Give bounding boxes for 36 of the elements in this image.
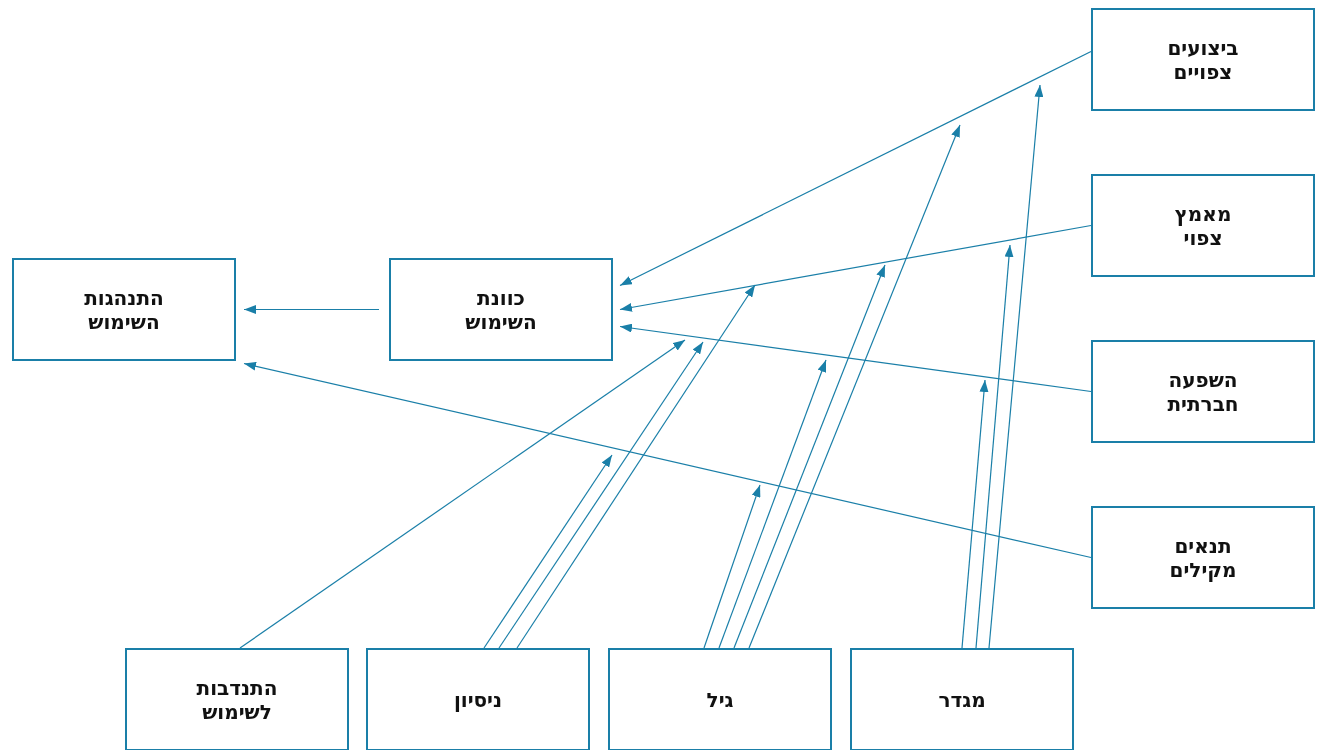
arrow [748, 124, 961, 649]
arrow [619, 323, 1092, 393]
arrow [703, 484, 761, 649]
box-label: ביצועים צפויים [1167, 35, 1239, 84]
box-label: התנדבות לשימוש [196, 675, 278, 724]
box-label: תנאים מקילים [1169, 533, 1237, 582]
arrow [516, 284, 756, 649]
arrow [243, 361, 1092, 559]
arrow [483, 454, 613, 649]
arrow [243, 305, 380, 314]
concept-box [366, 648, 590, 750]
concept-box [850, 648, 1074, 750]
arrow [988, 84, 1044, 649]
concept-box [1091, 506, 1315, 609]
concept-box [1091, 8, 1315, 111]
box-label: התנהגות השימוש [84, 285, 164, 334]
arrow [239, 339, 686, 649]
box-label: גיל [706, 687, 734, 712]
concept-box [125, 648, 349, 750]
box-label: השפעה חברתית [1167, 367, 1239, 416]
concept-box [608, 648, 832, 750]
arrow [498, 341, 704, 649]
concept-box [389, 258, 613, 361]
concept-box [1091, 174, 1315, 277]
arrow [733, 264, 886, 649]
concept-box [1091, 340, 1315, 443]
arrow [619, 50, 1092, 287]
arrow [975, 244, 1014, 649]
box-label: כוונת השימוש [465, 285, 537, 334]
box-label: ניסיון [453, 687, 503, 712]
arrow [961, 379, 989, 649]
arrow [619, 224, 1092, 312]
concept-box [12, 258, 236, 361]
box-label: מאמץ צפוי [1174, 201, 1232, 250]
arrow [718, 359, 827, 649]
box-label: מגדר [938, 687, 986, 712]
